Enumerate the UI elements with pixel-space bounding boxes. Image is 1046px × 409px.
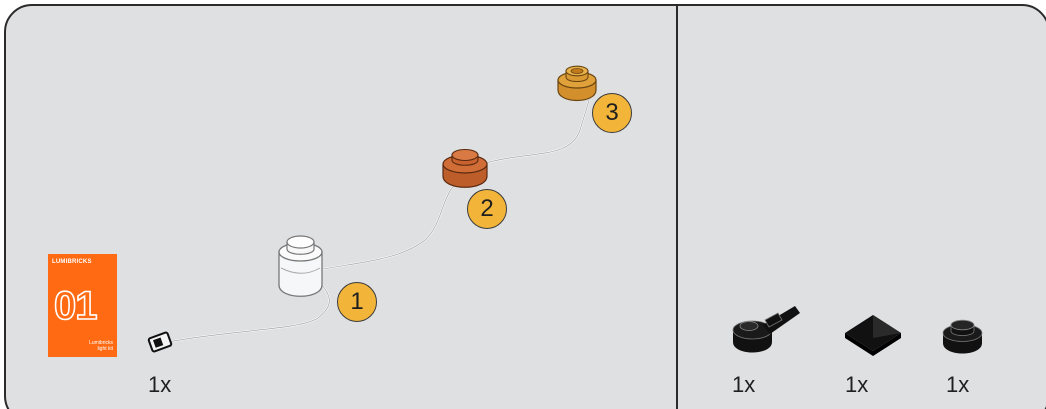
step-1-badge: 1 (337, 282, 377, 322)
connector-plug-icon (147, 331, 173, 353)
cable-brick2-to-brick3-outline (481, 91, 591, 165)
orange-round-plate-icon (442, 148, 488, 188)
booklet-footer: Lumibricks light kit (89, 340, 113, 352)
booklet-brand: LUMIBRICKS (52, 259, 92, 265)
booklet-footer-line2: light kit (97, 346, 113, 352)
step-3-badge: 3 (592, 93, 632, 133)
cable-brick1-to-brick2-outline (317, 175, 466, 271)
instruction-booklet-icon: LUMIBRICKS 01 Lumibricks light kit (48, 254, 117, 357)
panel-divider (676, 5, 678, 409)
amber-round-plate-icon (557, 65, 597, 101)
part-quantity-1: 1x (732, 372, 756, 397)
part-quantity-3: 1x (946, 372, 970, 397)
cable-to-brick-1-outline (167, 284, 330, 343)
booklet-number: 01 (53, 283, 98, 329)
cable-brick2-to-brick3 (481, 91, 591, 165)
part-quantity-2: 1x (845, 372, 869, 397)
slope-pyramid-tile-icon (845, 315, 901, 356)
cable-quantity: 1x (148, 372, 172, 397)
round-plate-icon (942, 319, 983, 354)
booklet-footer-line1: Lumibricks (89, 340, 113, 346)
clear-round-brick-icon (278, 235, 323, 297)
plate-with-bar-handle-icon (732, 306, 800, 353)
step-2-badge: 2 (467, 189, 507, 229)
